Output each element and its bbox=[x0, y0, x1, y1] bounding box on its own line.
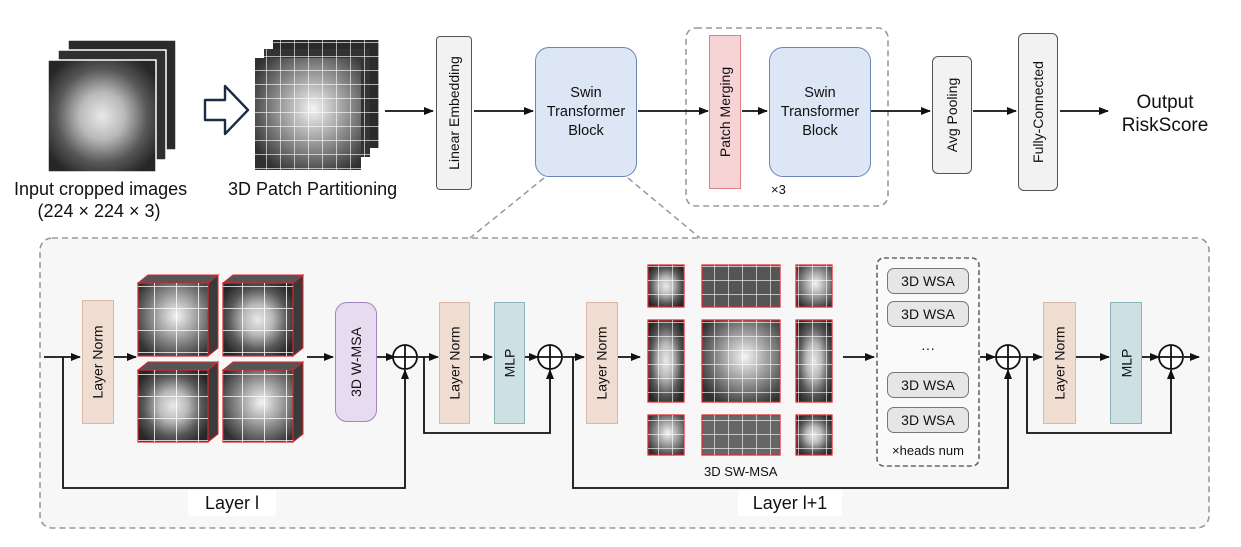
linear-embedding-box[interactable]: Linear Embedding bbox=[436, 36, 472, 190]
output-label-line2: RiskScore bbox=[1121, 115, 1209, 136]
wsa-item-4[interactable]: 3D WSA bbox=[887, 407, 969, 433]
swin-block-1-line3: Block bbox=[568, 122, 604, 139]
adder-3 bbox=[995, 344, 1021, 370]
swin-block-2-line1: Swin bbox=[804, 84, 836, 101]
swin-block-1[interactable]: Swin Transformer Block bbox=[535, 47, 637, 177]
sw-msa-label: 3D SW-MSA bbox=[704, 464, 778, 479]
layer-l-label: Layer l bbox=[188, 490, 276, 516]
layer-norm-3-label: Layer Norm bbox=[594, 326, 611, 400]
linear-embedding-label: Linear Embedding bbox=[446, 56, 463, 170]
input-label-line2: (224 × 224 × 3) bbox=[37, 201, 161, 221]
swmsa-shifted-cubes bbox=[647, 264, 833, 456]
residual-3 bbox=[572, 357, 1012, 489]
w-msa-label: 3D W-MSA bbox=[348, 327, 364, 397]
layer-norm-2[interactable]: Layer Norm bbox=[439, 302, 470, 424]
wmsa-window-cubes bbox=[136, 273, 305, 444]
wsa-item-1[interactable]: 3D WSA bbox=[887, 268, 969, 294]
layer-norm-4-label: Layer Norm bbox=[1051, 326, 1068, 400]
heads-label: ×heads num bbox=[892, 443, 964, 458]
wsa-item-2[interactable]: 3D WSA bbox=[887, 301, 969, 327]
repeat-label: ×3 bbox=[771, 182, 786, 197]
patch-merging-box[interactable]: Patch Merging bbox=[709, 35, 741, 189]
input-label: Input cropped images (224 × 224 × 3) bbox=[14, 178, 188, 222]
adder-1 bbox=[392, 344, 418, 370]
zoom-line-left bbox=[469, 177, 545, 239]
residual-1 bbox=[62, 357, 409, 489]
repeat-group-frame bbox=[685, 27, 889, 207]
layer-l1-label: Layer l+1 bbox=[738, 490, 842, 516]
residual-4 bbox=[1026, 357, 1175, 434]
input-image-stack bbox=[47, 39, 177, 173]
residual-2 bbox=[423, 357, 554, 434]
swin-block-1-line2: Transformer bbox=[546, 103, 626, 120]
avg-pooling-label: Avg Pooling bbox=[944, 77, 960, 153]
wsa-ellipsis: ··· bbox=[921, 340, 935, 356]
layer-norm-4[interactable]: Layer Norm bbox=[1043, 302, 1076, 424]
layer-norm-1-label: Layer Norm bbox=[90, 325, 107, 399]
mlp-1[interactable]: MLP bbox=[494, 302, 525, 424]
output-label: Output RiskScore bbox=[1113, 91, 1217, 137]
zoom-line-right bbox=[627, 177, 701, 239]
wsa-item-3[interactable]: 3D WSA bbox=[887, 372, 969, 398]
mlp-1-label: MLP bbox=[501, 348, 518, 378]
adder-4 bbox=[1158, 344, 1184, 370]
swin-block-1-line1: Swin bbox=[570, 84, 602, 101]
avg-pooling-box[interactable]: Avg Pooling bbox=[932, 56, 972, 174]
layer-norm-1[interactable]: Layer Norm bbox=[82, 300, 114, 424]
input-label-line1: Input cropped images bbox=[14, 179, 188, 199]
adder-2 bbox=[537, 344, 563, 370]
partition-image-stack bbox=[255, 40, 379, 170]
swin-block-2[interactable]: Swin Transformer Block bbox=[769, 47, 871, 177]
mlp-2[interactable]: MLP bbox=[1110, 302, 1142, 424]
swin-block-2-line2: Transformer bbox=[780, 103, 860, 120]
output-label-line1: Output bbox=[1136, 92, 1194, 113]
patch-merging-label: Patch Merging bbox=[717, 66, 733, 158]
partition-label: 3D Patch Partitioning bbox=[228, 179, 398, 199]
fully-connected-box[interactable]: Fully-Connected bbox=[1018, 33, 1058, 191]
swin-block-2-line3: Block bbox=[802, 122, 838, 139]
layer-norm-2-label: Layer Norm bbox=[446, 326, 463, 400]
partition-arrow bbox=[203, 84, 250, 136]
fully-connected-label: Fully-Connected bbox=[1030, 61, 1046, 163]
layer-norm-3[interactable]: Layer Norm bbox=[586, 302, 618, 424]
w-msa-box[interactable]: 3D W-MSA bbox=[335, 302, 377, 422]
mlp-2-label: MLP bbox=[1117, 348, 1134, 378]
